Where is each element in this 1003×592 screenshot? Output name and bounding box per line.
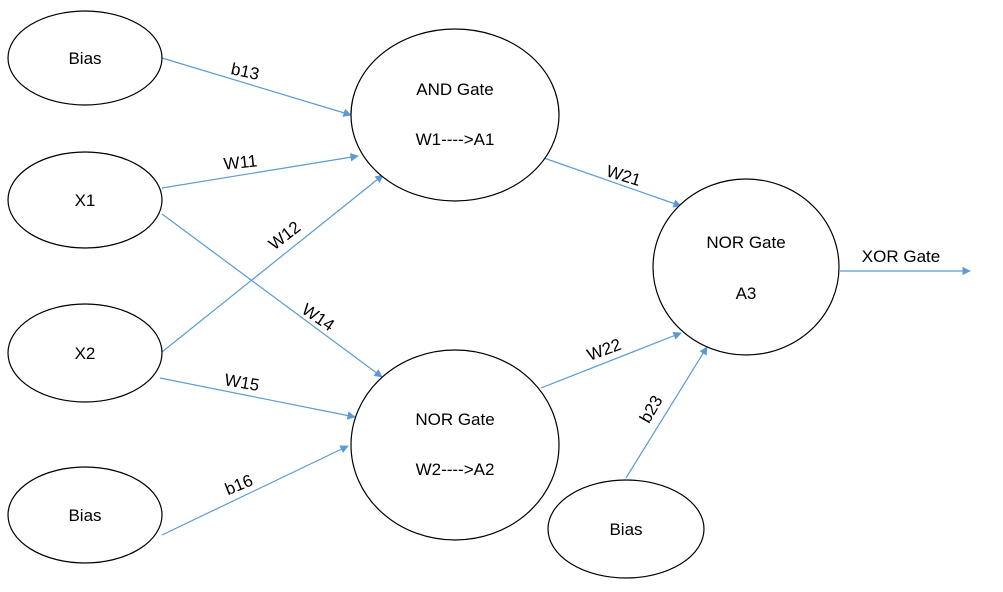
nor-gate-title: NOR Gate xyxy=(415,410,494,429)
nor-output-title: NOR Gate xyxy=(706,233,785,252)
edge-w11 xyxy=(161,153,359,189)
node-bias-out-label: Bias xyxy=(609,520,642,539)
edge-w21 xyxy=(540,156,682,208)
edge-w22 xyxy=(540,331,682,389)
label-w22: W22 xyxy=(584,335,623,365)
node-bias-top: Bias xyxy=(7,10,163,106)
and-gate-formula: W1---->A1 xyxy=(416,130,495,149)
node-bias-bottom: Bias xyxy=(7,466,163,564)
edge-w15 xyxy=(159,377,356,420)
edge-b23 xyxy=(625,346,708,479)
and-gate-title: AND Gate xyxy=(416,80,493,99)
label-b23: b23 xyxy=(636,392,667,426)
edge-b13 xyxy=(161,57,352,117)
node-nor-output: NOR Gate A3 xyxy=(652,178,840,356)
node-x2-label: X2 xyxy=(75,344,96,363)
edges xyxy=(159,57,971,536)
edge-b16 xyxy=(161,445,349,536)
edge-w14 xyxy=(161,213,383,378)
node-and-gate: AND Gate W1---->A1 xyxy=(350,28,560,202)
label-b16: b16 xyxy=(222,471,255,499)
label-w11: W11 xyxy=(223,151,259,173)
node-bias-top-label: Bias xyxy=(68,49,101,68)
node-bias-bottom-label: Bias xyxy=(68,506,101,525)
node-x2: X2 xyxy=(7,303,163,403)
node-bias-out: Bias xyxy=(547,479,705,579)
label-w12: W12 xyxy=(265,217,304,254)
node-x1-label: X1 xyxy=(75,191,96,210)
nodes: Bias X1 X2 Bias AND Gate W1---->A1 NOR G… xyxy=(7,10,840,579)
node-nor-gate: NOR Gate W2---->A2 xyxy=(350,349,560,541)
nor-gate-formula: W2---->A2 xyxy=(416,460,495,479)
edge-w12 xyxy=(161,174,384,353)
nor-output-activation: A3 xyxy=(736,284,757,303)
node-x1: X1 xyxy=(7,151,163,249)
label-output: XOR Gate xyxy=(862,247,940,266)
